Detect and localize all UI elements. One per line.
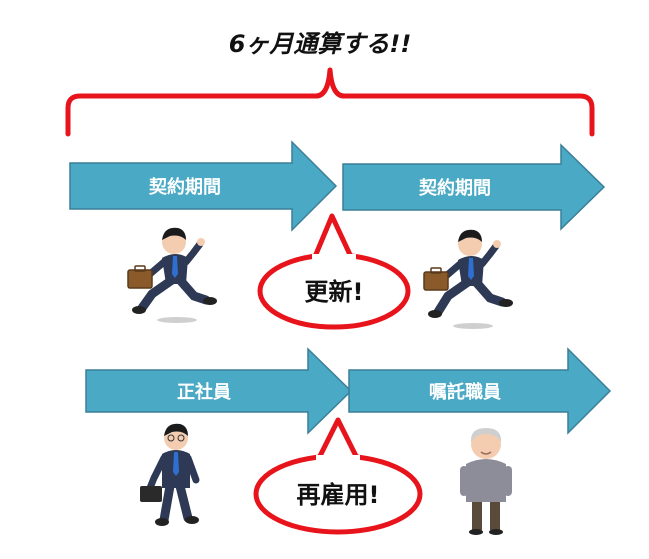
arrow-label-contract-period-1: 契約期間 bbox=[148, 176, 221, 198]
diagram-title: 6ヶ月通算する!! bbox=[229, 30, 412, 58]
arrow-regular-employee bbox=[85, 347, 353, 435]
walking-businessman-icon bbox=[140, 423, 200, 526]
arrow-contract-period-2 bbox=[342, 143, 606, 231]
arrow-contract-staff bbox=[348, 347, 612, 435]
elderly-man-icon bbox=[460, 428, 512, 535]
rehire-bubble-text: 再雇用! bbox=[297, 481, 380, 509]
running-businessman-icon-2 bbox=[423, 229, 513, 329]
span-brace bbox=[65, 67, 595, 137]
arrow-contract-period-1 bbox=[69, 140, 338, 232]
running-businessman-icon bbox=[127, 227, 217, 323]
arrow-label-contract-period-2: 契約期間 bbox=[418, 177, 491, 199]
arrow-label-contract-staff: 嘱託職員 bbox=[429, 381, 501, 403]
renewal-bubble-text: 更新! bbox=[305, 278, 364, 306]
rehire-bubble bbox=[253, 417, 423, 535]
arrow-label-regular-employee: 正社員 bbox=[177, 381, 231, 403]
renewal-bubble bbox=[257, 213, 411, 330]
